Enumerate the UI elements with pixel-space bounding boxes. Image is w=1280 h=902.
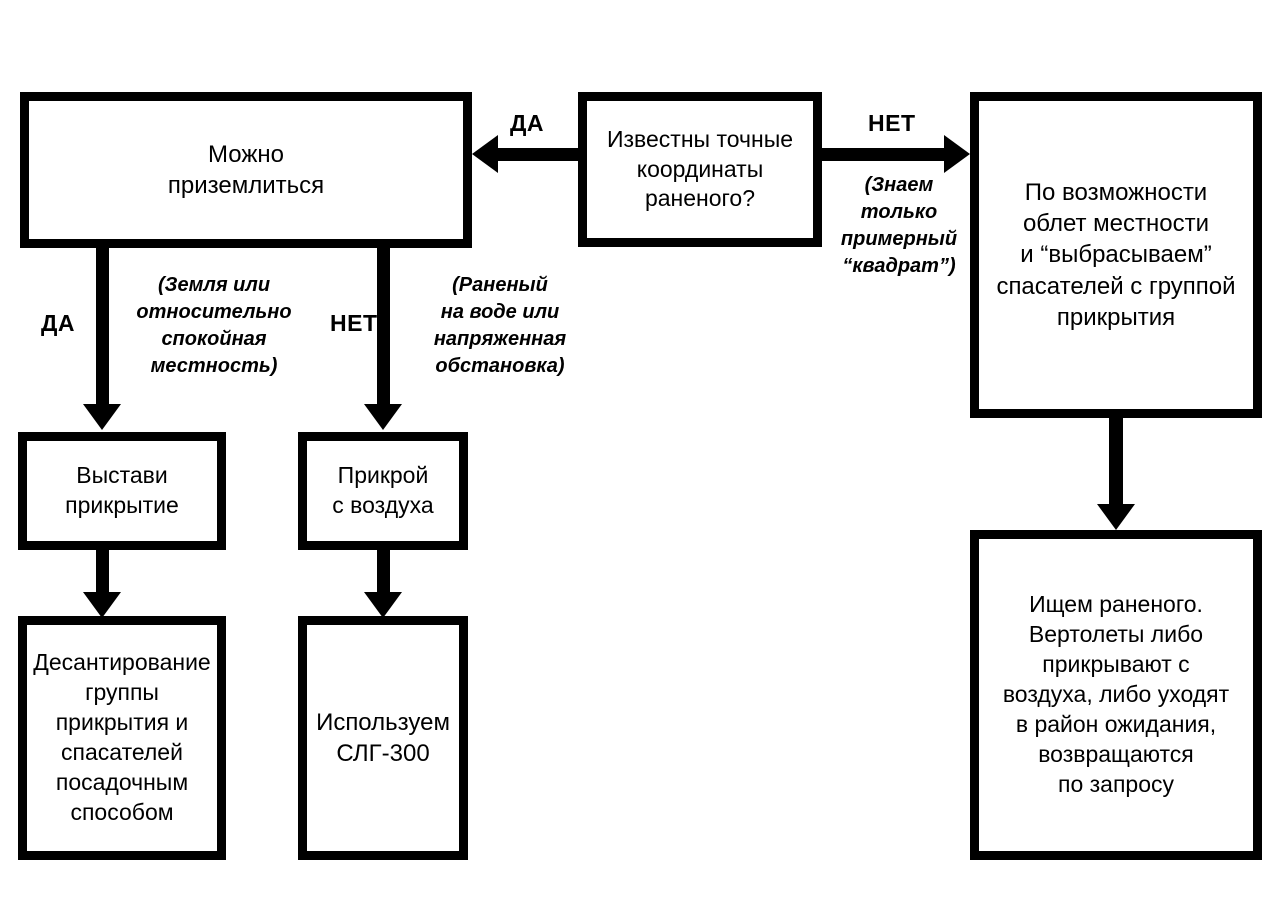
- connector-no-horizontal: [820, 148, 946, 161]
- node-flyover-and-drop-rescuers[interactable]: По возможности облет местности и “выбрас…: [970, 92, 1262, 418]
- node-search-for-wounded[interactable]: Ищем раненого. Вертолеты либо прикрывают…: [970, 530, 1262, 860]
- edge-label-no-top: НЕТ: [868, 110, 916, 136]
- connector-flyover-to-search: [1109, 416, 1123, 512]
- note-approximate-square: (Знаем только примерный “квадрат”): [840, 174, 958, 277]
- edge-label-yes-left: ДА: [41, 310, 75, 336]
- arrowhead-no-down: [364, 404, 402, 430]
- edge-label-yes-top: ДА: [510, 110, 544, 136]
- node-cover-from-air[interactable]: Прикрой с воздуха: [298, 432, 468, 550]
- node-landing-insertion[interactable]: Десантирование группы прикрытия и спасат…: [18, 616, 226, 860]
- note-water-or-tense: (Раненый на воде или напряженная обстано…: [433, 274, 567, 377]
- arrowhead-yes-left: [472, 135, 498, 173]
- connector-yes-horizontal: [498, 148, 580, 161]
- arrowhead-cover-air-to-slg: [364, 592, 402, 618]
- connector-yes-left-vertical: [96, 246, 109, 410]
- node-use-slg-300[interactable]: Используем СЛГ-300: [298, 616, 468, 860]
- edge-label-no-left: НЕТ: [330, 310, 378, 336]
- arrowhead-set-cover-to-landing: [83, 592, 121, 618]
- connector-no-left-vertical: [377, 246, 390, 410]
- arrowhead-flyover-to-search: [1097, 504, 1135, 530]
- node-set-cover[interactable]: Выстави прикрытие: [18, 432, 226, 550]
- note-calm-ground: (Земля или относительно спокойная местно…: [136, 274, 292, 377]
- connector-cover-air-to-slg: [377, 548, 390, 600]
- arrowhead-yes-down: [83, 404, 121, 430]
- node-can-land[interactable]: Можно приземлиться: [20, 92, 472, 248]
- node-decision-coordinates-known[interactable]: Известны точные координаты раненого?: [578, 92, 822, 247]
- arrowhead-no-right: [944, 135, 970, 173]
- connector-set-cover-to-landing: [96, 548, 109, 600]
